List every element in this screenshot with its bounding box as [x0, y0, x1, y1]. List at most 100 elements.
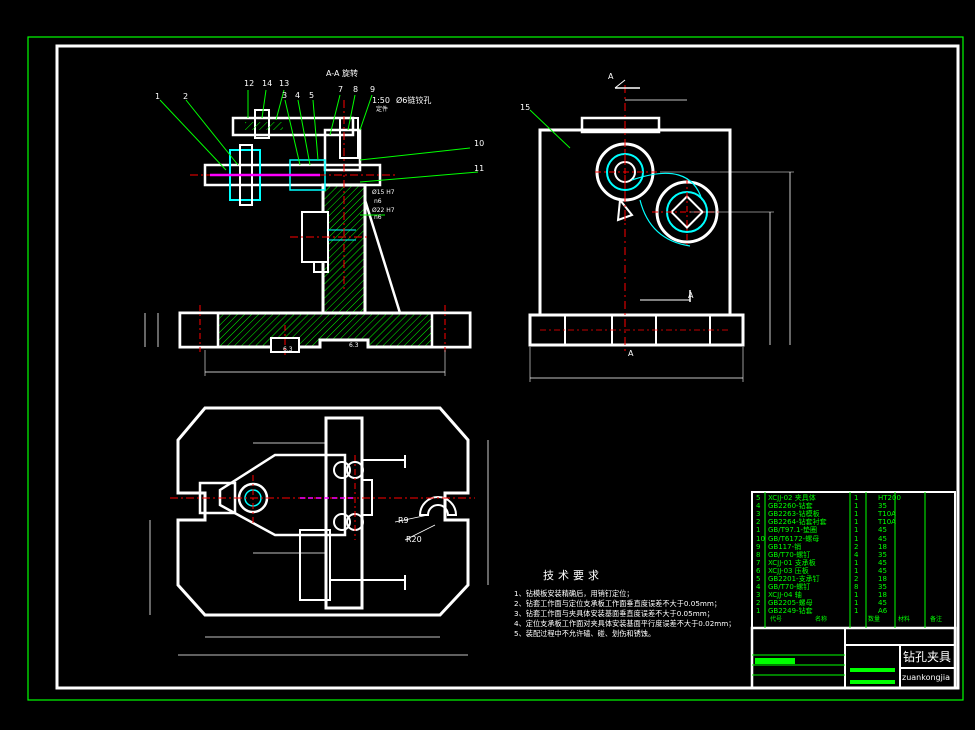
part-no-7: 7 [338, 85, 344, 94]
bom-row-qty: 1 [854, 526, 859, 535]
bom-row-name: GB2264-钻套衬套 [768, 518, 827, 527]
roughness-1: 6.3 [283, 346, 293, 353]
bom-row-no: 5 [756, 575, 761, 583]
part-no-13: 13 [279, 79, 290, 88]
bom-row-qty: 1 [854, 502, 859, 511]
bom-row-no: 1 [756, 526, 761, 535]
part-no-12: 12 [244, 79, 255, 88]
radius-r9: R9 [398, 516, 409, 525]
bom-row-no: 5 [756, 494, 761, 502]
bom-row-no: 10 [756, 534, 765, 543]
part-no-14: 14 [262, 79, 273, 88]
section-view-title: A-A 旋转 [326, 69, 359, 78]
bom-row-material: 18 [878, 542, 887, 551]
bom-row-no: 3 [756, 591, 761, 600]
bom-row-name: GB/T70-螺钉 [768, 583, 811, 592]
part-no-2: 2 [183, 92, 189, 101]
annotation-mark: 定件 [376, 106, 389, 113]
bom-row-qty: 1 [854, 518, 859, 527]
bom-row-qty: 1 [854, 566, 859, 575]
view-arrow-label-top: A [608, 72, 614, 81]
part-no-8: 8 [353, 85, 359, 94]
part-no-9: 9 [370, 85, 376, 94]
tech-item-2: 2、钻套工作面与定位支承板工作面垂直度误差不大于0.05mm； [514, 599, 722, 608]
part-no-4: 4 [295, 91, 301, 100]
annotation-drill: Ø6链铰孔 [396, 96, 432, 105]
bom-row-qty: 1 [854, 558, 859, 567]
bom-row-no: 1 [756, 607, 761, 616]
bom-row-qty: 1 [854, 591, 859, 600]
bom-row-material: 45 [878, 599, 887, 608]
bom-row-qty: 8 [854, 583, 859, 592]
bom-row-name: GB2205-螺母 [768, 599, 813, 608]
bom-row-no: 3 [756, 510, 761, 519]
bom-row-name: GB2201-支承钉 [768, 575, 820, 583]
bom-row-qty: 1 [854, 534, 859, 543]
bom-row-name: XCJJ-02 夹具体 [768, 494, 816, 502]
front-section-view [144, 89, 479, 376]
bom-header-code: 代号 [770, 616, 783, 623]
bom-row-material: T10A [878, 518, 896, 527]
tech-item-4: 4、定位支承板工作面对夹具体安装基面平行度误差不大于0.02mm； [514, 619, 736, 628]
bom-row-name: GB2263-钻模板 [768, 510, 820, 519]
bom-row-name: XCJJ-03 压板 [768, 566, 809, 575]
bom-row-no: 6 [756, 566, 761, 575]
bom-row-no: 4 [756, 583, 761, 592]
bom-row-material: 35 [878, 502, 887, 511]
drawing-name: 钻孔夹具 [903, 650, 952, 664]
part-no-11: 11 [474, 164, 485, 173]
fit-3: Ø22 H7 [372, 207, 395, 214]
bom-row-name: GB/T6172-螺母 [768, 534, 820, 543]
bom-row-name: GB/T70-螺钉 [768, 550, 811, 559]
fit-4: n6 [374, 214, 382, 221]
bom-row-material: 35 [878, 550, 887, 559]
bom-header-name: 名称 [815, 616, 828, 623]
bom-row-qty: 2 [854, 575, 859, 583]
bom-row-qty: 1 [854, 607, 859, 616]
fit-2: n6 [374, 198, 382, 205]
bom-row-qty: 1 [854, 510, 859, 519]
part-no-10: 10 [474, 139, 485, 148]
bom-row-material: T10A [878, 510, 896, 519]
bom-row-no: 2 [756, 518, 761, 527]
bom-row-qty: 1 [854, 494, 859, 502]
radius-r20: R20 [406, 535, 422, 544]
bom-header-remark: 备注 [930, 616, 943, 623]
bom-row-material: 35 [878, 583, 887, 592]
bom-header-material: 材料 [898, 616, 911, 623]
bom-row-qty: 1 [854, 599, 859, 608]
inner-border [55, 44, 960, 690]
bom-table [750, 491, 957, 690]
annotation-scale: 1:50 [372, 96, 390, 105]
bom-row-qty: 2 [854, 542, 859, 551]
tech-requirements-title: 技术要求 [543, 569, 603, 582]
tech-item-1: 1、钻模板安装精确后，用销钉定位； [514, 589, 634, 598]
bom-row-name: GB117-销 [768, 542, 802, 551]
side-view [528, 79, 794, 382]
bom-row-no: 8 [756, 550, 761, 559]
view-arrow-label-bottom: A [628, 349, 634, 358]
bom-row-no: 2 [756, 599, 761, 608]
bom-row-material: 45 [878, 534, 887, 543]
bom-row-material: 45 [878, 526, 887, 535]
bom-row-material: HT200 [878, 494, 901, 502]
bom-row-name: GB2260-钻套 [768, 502, 813, 511]
watermark-text: zuankongjia [902, 673, 950, 682]
bom-row-material: A6 [878, 607, 888, 616]
bom-row-name: GB2249-钻套 [768, 607, 813, 616]
part-no-5: 5 [309, 91, 315, 100]
bom-row-material: 18 [878, 575, 887, 583]
bom-row-name: GB/T97.1-垫圈 [768, 526, 817, 535]
tech-item-3: 3、钻套工作面与夹具体安装基面垂直度误差不大于0.05mm； [514, 609, 714, 618]
bom-row-name: XCJJ-04 轴 [768, 591, 802, 600]
view-arrow-label-mid: A [688, 291, 694, 300]
outer-border [27, 36, 964, 701]
bom-row-material: 45 [878, 566, 887, 575]
bom-row-no: 7 [756, 558, 761, 567]
bom-row-no: 9 [756, 542, 761, 551]
part-no-3: 3 [282, 91, 288, 100]
bom-row-material: 45 [878, 558, 887, 567]
roughness-2: 6.3 [349, 342, 359, 349]
bom-row-no: 4 [756, 502, 761, 511]
